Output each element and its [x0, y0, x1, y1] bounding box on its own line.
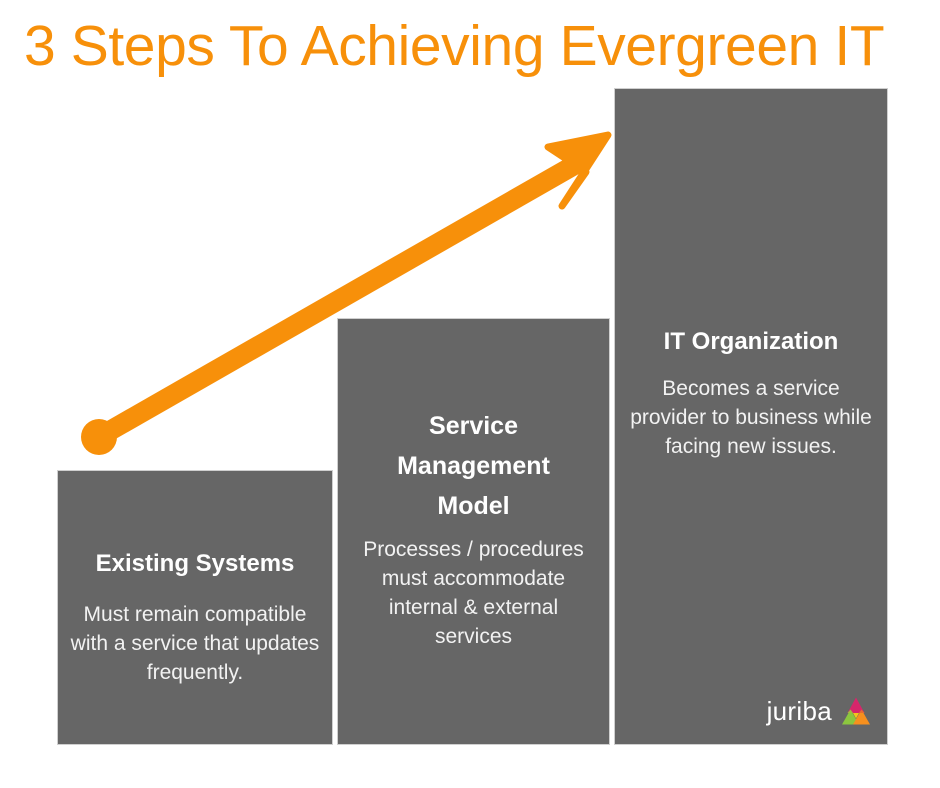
- arrow-head: [544, 131, 612, 210]
- step-heading: IT Organization: [663, 328, 839, 355]
- arrow-start-dot: [81, 419, 117, 455]
- juriba-wordmark: juriba: [766, 696, 832, 726]
- step-heading: Service Management Model: [397, 412, 550, 520]
- page-title: 3 Steps To Achieving Evergreen IT: [24, 14, 885, 78]
- step-body: Must remain compatible with a service th…: [70, 603, 320, 684]
- step-bar-existing-systems: Existing Systems Must remain compatible …: [57, 470, 333, 745]
- step-body: Becomes a service provider to business w…: [630, 377, 872, 458]
- juriba-logo: juriba: [767, 696, 873, 726]
- step-body: Processes / procedures must accommodate …: [363, 538, 584, 648]
- step-bar-service-management-model: Service Management Model Processes / pro…: [337, 318, 610, 745]
- step-bar-it-organization: IT Organization Becomes a service provid…: [614, 88, 888, 745]
- juriba-trefoil-icon: [842, 697, 870, 725]
- step-heading: Existing Systems: [95, 550, 295, 577]
